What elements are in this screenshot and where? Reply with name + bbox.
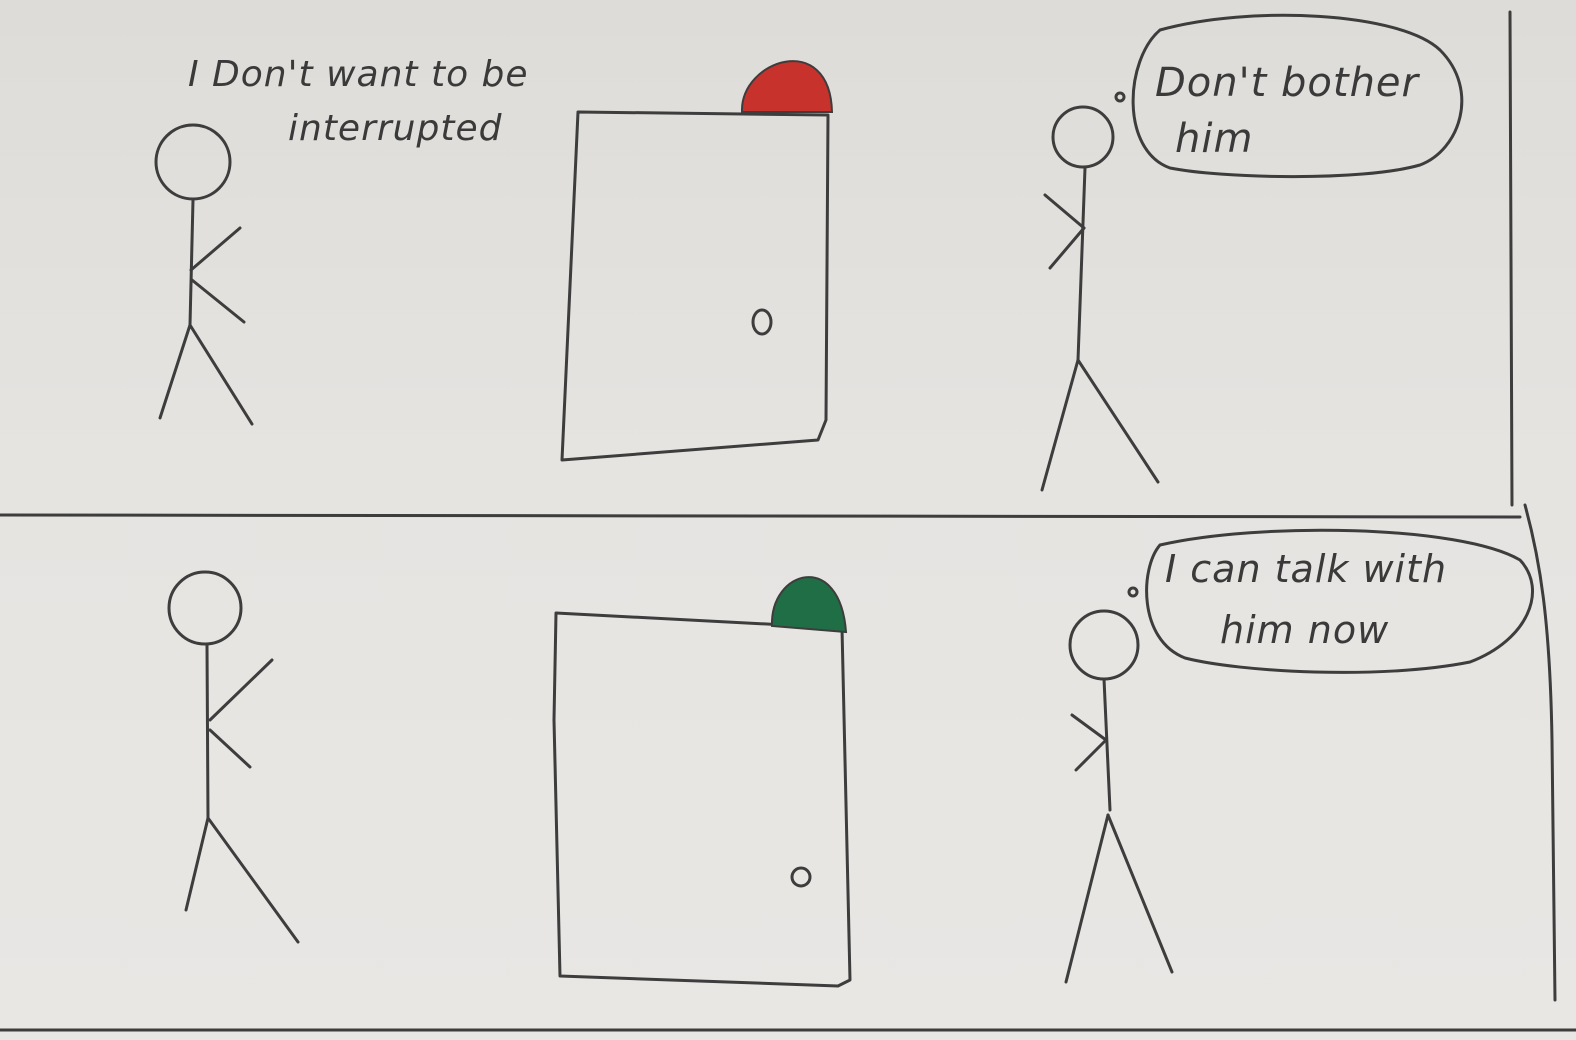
bubble-line-1-top: Don't bother (1155, 60, 1421, 106)
panel-bottom: I can talk with him now (167, 528, 1534, 988)
bubble-line-1-bottom: I can talk with (1165, 547, 1447, 591)
stick-figure-right-bottom (1064, 586, 1174, 984)
speech-bubble-bottom (1145, 528, 1534, 674)
caption-line-2: interrupted (288, 108, 503, 149)
top-panel-bottom-border (0, 513, 1522, 519)
panel-top: I Don't want to be interrupted (154, 13, 1464, 492)
stick-figure-right-top (1040, 91, 1160, 492)
right-border-top (1508, 10, 1514, 507)
bubble-line-2-top: him (1175, 116, 1253, 162)
stick-figure-left (154, 123, 254, 426)
status-light-red (740, 60, 834, 113)
speech-bubble-top (1131, 13, 1464, 179)
door-open-bottom (552, 611, 852, 988)
status-light-green (770, 576, 848, 634)
caption-line-1: I Don't want to be (188, 54, 529, 95)
right-border-bottom (1523, 503, 1557, 1002)
door-closed-top (560, 110, 830, 462)
bubble-line-2-bottom: him now (1220, 608, 1389, 652)
stick-figure-left-bottom (167, 570, 300, 944)
